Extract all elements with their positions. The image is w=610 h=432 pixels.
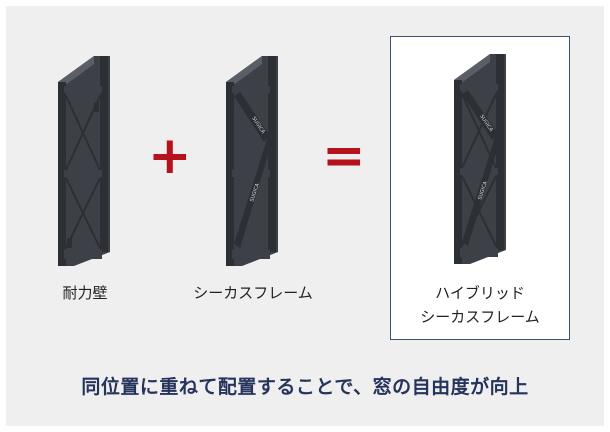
- bearing-wall-frame: [58, 56, 110, 266]
- plus-operator: +: [148, 126, 192, 186]
- sugica-frame: SUGICA SUGICA: [226, 56, 278, 266]
- brace-text: SUGICA: [477, 180, 489, 201]
- bearing-wall-label: 耐力壁: [62, 284, 108, 302]
- hybrid-sugica-frame: SUGICA SUGICA: [454, 54, 506, 264]
- equals-operator: =: [322, 126, 366, 186]
- hybrid-label-line2: シーカスフレーム: [420, 308, 540, 326]
- sugica-frame-label: シーカスフレーム: [193, 284, 313, 302]
- caption: 同位置に重ねて配置することで、窓の自由度が向上: [81, 376, 529, 398]
- brace-text: SUGICA: [249, 182, 261, 203]
- hybrid-label-line1: ハイブリッド: [435, 284, 525, 302]
